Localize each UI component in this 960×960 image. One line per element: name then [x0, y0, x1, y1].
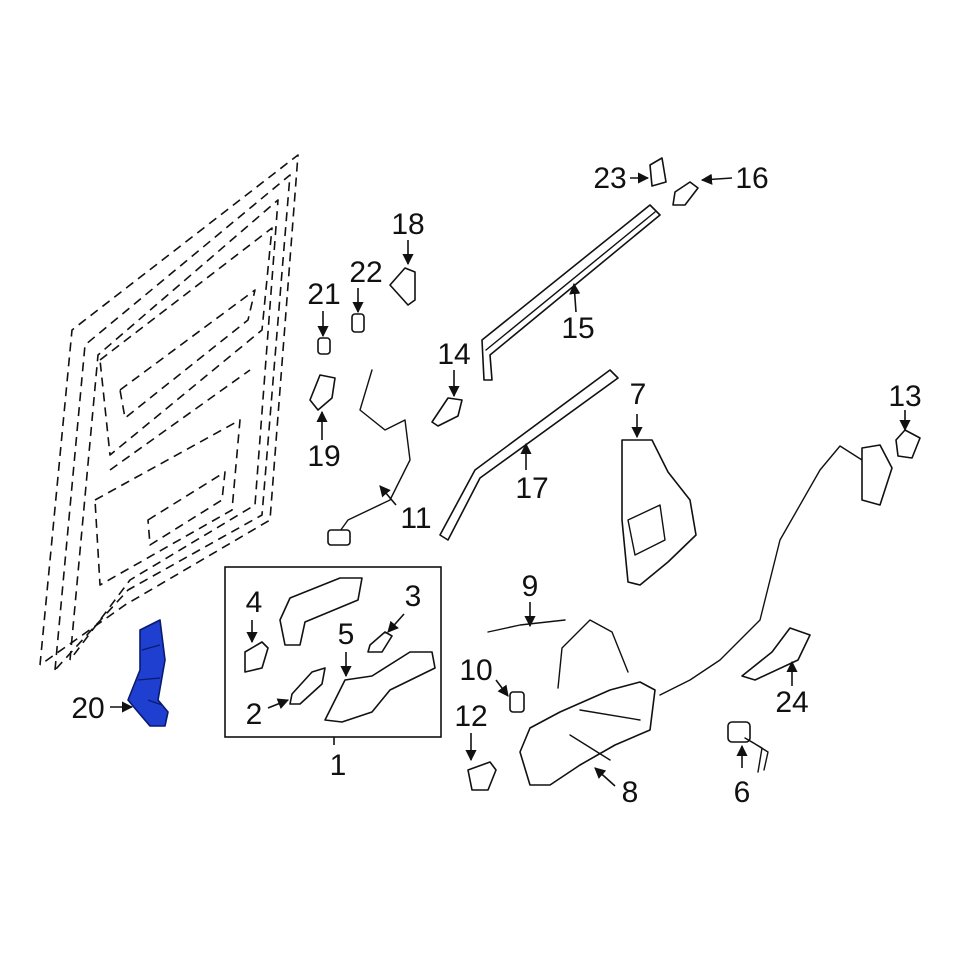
part-24	[741, 627, 811, 681]
part-8	[519, 681, 656, 786]
part-17	[439, 369, 619, 541]
callout-2: 2	[246, 698, 263, 731]
callout-5: 5	[338, 618, 355, 651]
part-7	[621, 439, 697, 586]
callout-17: 17	[515, 472, 548, 505]
part-18	[389, 267, 416, 306]
callout-20: 20	[71, 692, 104, 725]
part-11	[329, 369, 411, 546]
part-9	[487, 619, 566, 633]
callout-9: 9	[522, 570, 539, 603]
callout-16: 16	[735, 162, 768, 195]
callout-8: 8	[622, 776, 639, 809]
callout-14: 14	[437, 338, 470, 371]
part-12	[467, 761, 497, 791]
part-20-hinge-bracket	[127, 619, 169, 727]
part-5	[324, 651, 436, 723]
callout-18: 18	[391, 208, 424, 241]
part-21	[317, 337, 331, 355]
callout-23: 23	[593, 162, 626, 195]
callout-13: 13	[888, 380, 921, 413]
door-outline	[39, 154, 299, 671]
callout-1: 1	[330, 749, 347, 782]
part-13	[895, 429, 921, 459]
part-16	[672, 181, 699, 206]
part-4	[244, 641, 269, 673]
part-19	[309, 374, 336, 411]
part-6	[727, 721, 769, 773]
part-3	[367, 631, 393, 653]
callout-21: 21	[307, 278, 340, 311]
part-10	[509, 691, 525, 713]
part-15	[481, 204, 661, 381]
part-14	[431, 397, 463, 427]
callout-labels: 1 2 3 4 5 6 7 8 9 10 11 12 13 14 15 16 1…	[71, 162, 921, 809]
callout-3: 3	[405, 580, 422, 613]
part-22	[351, 313, 365, 333]
callout-7: 7	[630, 378, 647, 411]
callout-11: 11	[400, 502, 431, 535]
callout-19: 19	[307, 440, 340, 473]
part-23	[649, 157, 667, 187]
callout-6: 6	[734, 776, 751, 809]
callout-10: 10	[459, 654, 492, 687]
callout-15: 15	[561, 312, 594, 345]
callout-4: 4	[246, 586, 263, 619]
assembly-box	[224, 566, 442, 738]
leaders	[110, 172, 911, 787]
callout-22: 22	[349, 256, 382, 289]
part-handle	[279, 577, 363, 646]
part-2	[289, 667, 326, 705]
callout-24: 24	[775, 686, 808, 719]
callout-12: 12	[454, 700, 487, 733]
